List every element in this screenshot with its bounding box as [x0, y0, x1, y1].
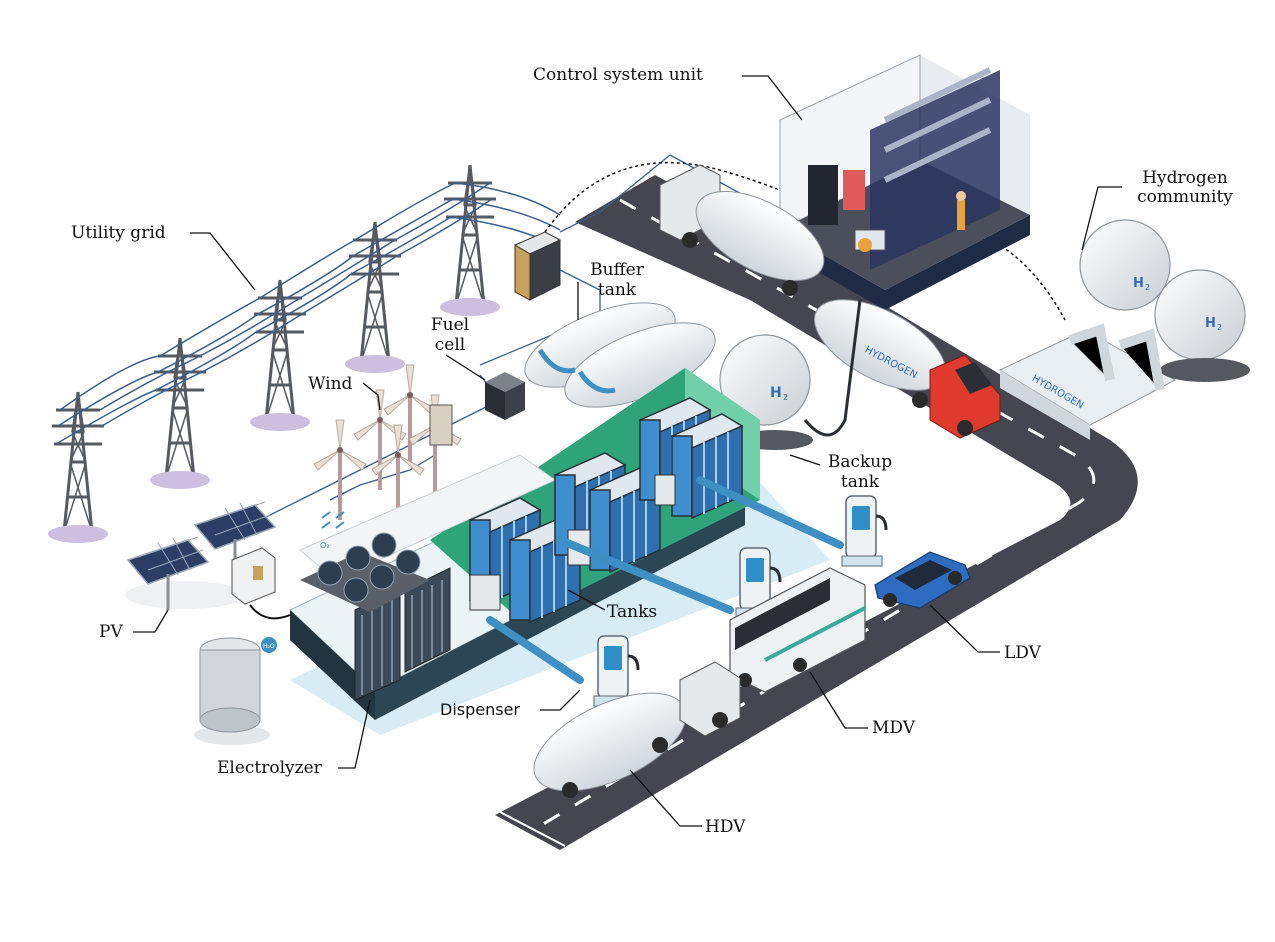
svg-text:H: H — [1133, 276, 1144, 291]
svg-text:2: 2 — [1217, 323, 1222, 332]
pv-panels — [126, 500, 291, 620]
svg-text:H₂O: H₂O — [263, 643, 275, 650]
red-hydrogen-truck: HYDROGEN — [813, 299, 1001, 439]
label-wind: Wind — [308, 374, 353, 394]
label-backup-tank-1: Backup — [827, 452, 893, 472]
label-mdv: MDV — [872, 718, 916, 738]
svg-text:H: H — [770, 385, 782, 401]
leader-lines — [133, 75, 1122, 827]
label-utility-grid: Utility grid — [71, 223, 166, 243]
label-hdv: HDV — [705, 817, 746, 837]
label-fuel-cell-2: cell — [434, 335, 466, 355]
hydrogen-community: HYDROGEN H 2 H 2 — [998, 219, 1250, 440]
utility-grid — [46, 163, 561, 545]
h2-pipelines — [486, 476, 844, 684]
label-buffer-tank-2: tank — [597, 280, 637, 300]
label-fuel-cell-1: Fuel — [430, 315, 470, 335]
wind-turbines — [312, 363, 463, 527]
label-electrolyzer: Electrolyzer — [217, 758, 322, 778]
label-backup-tank-2: tank — [840, 472, 880, 492]
grid-cabinet — [513, 231, 562, 301]
top-tanker-truck — [659, 164, 825, 296]
label-buffer-tank-1: Buffer — [590, 260, 644, 280]
water-tank: H₂O — [199, 637, 277, 733]
label-dispenser: Dispenser — [440, 700, 520, 719]
control-system-building — [779, 54, 1030, 310]
tank-racks — [469, 397, 743, 623]
label-hydrogen-community-1: Hydrogen — [1142, 168, 1228, 188]
label-tanks: Tanks — [607, 602, 658, 622]
data-link-control — [544, 161, 831, 233]
svg-text:H: H — [1205, 316, 1216, 331]
svg-text:O₂: O₂ — [320, 541, 330, 550]
fuel-cell — [485, 372, 525, 420]
label-hydrogen-community-2: community — [1137, 187, 1233, 207]
svg-text:2: 2 — [783, 393, 788, 402]
car-ldv — [874, 551, 971, 609]
svg-text:2: 2 — [1145, 283, 1150, 292]
label-control-system-unit: Control system unit — [533, 65, 703, 85]
label-pv: PV — [99, 622, 123, 642]
truck-hdv — [533, 661, 741, 798]
electrolyzer: O₂ — [300, 511, 451, 701]
label-ldv: LDV — [1004, 643, 1041, 663]
buffer-tanks — [524, 302, 716, 408]
